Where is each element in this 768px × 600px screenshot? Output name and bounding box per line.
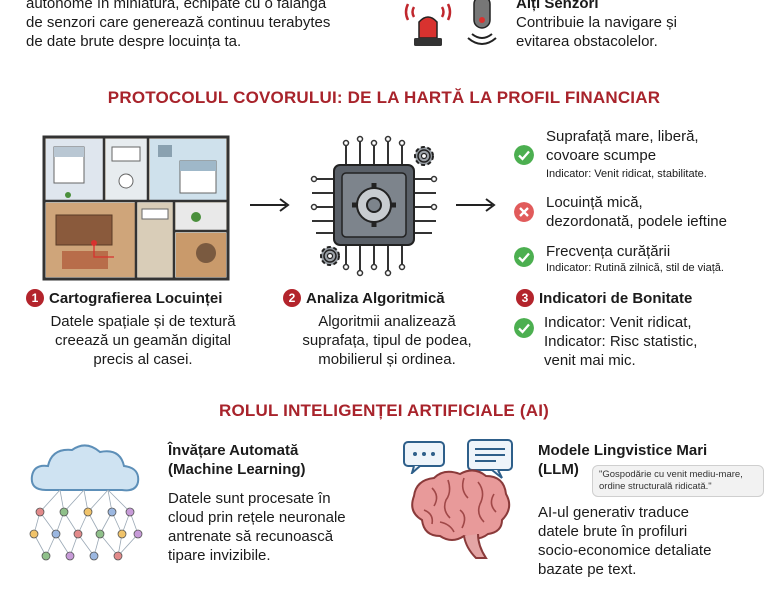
check-icon <box>514 318 534 338</box>
step-1-line-2: creează un geamăn digital <box>55 332 231 349</box>
other-sensors-line-2: evitarea obstacolelor. <box>516 33 658 50</box>
outcome-1-line-2: covoare scumpe <box>546 147 657 164</box>
arrow-right-icon <box>250 198 290 212</box>
check-icon <box>514 247 534 267</box>
step-2-line-2: suprafața, tipul de podea, <box>302 332 472 349</box>
step-3-title-text: Indicatori de Bonitate <box>539 290 693 307</box>
llm-quote-line-2: ordine structurală ridicată." <box>599 481 712 492</box>
other-sensors-desc: Contribuie la navigare și evitarea obsta… <box>516 13 756 51</box>
gear-icon <box>320 246 340 266</box>
floorplan-icon <box>42 135 230 281</box>
ml-title-line-2: (Machine Learning) <box>168 461 306 478</box>
intro-line-1: autonome în miniatură, echipate cu o fal… <box>26 0 327 12</box>
intro-text: autonome în miniatură, echipate cu o fal… <box>26 0 406 51</box>
outcome-3-indicator: Indicator: Rutină zilnică, stil de viață… <box>546 262 724 274</box>
chip-icon <box>310 135 438 277</box>
step-3-line-1: Indicator: Venit ridicat, <box>544 314 692 331</box>
step-3-line-3: venit mai mic. <box>544 352 636 369</box>
intro-line-3: de date brute despre locuința ta. <box>26 33 242 50</box>
step-2-title-text: Analiza Algoritmică <box>306 290 445 307</box>
outcome-1-line-1: Suprafață mare, liberă, <box>546 128 699 145</box>
brain-icon <box>411 469 511 559</box>
llm-title-line-1: Modele Lingvistice Mari <box>538 442 708 459</box>
step-1-number: 1 <box>26 289 44 307</box>
llm-quote-line-1: "Gospodărie cu venit mediu-mare, <box>599 469 743 480</box>
llm-title: Modele Lingvistice Mari (LLM) <box>538 441 707 479</box>
ai-heading: ROLUL INTELIGENȚEI ARTIFICIALE (AI) <box>219 401 549 420</box>
step-1-desc: Datele spațiale și de textură creează un… <box>16 312 270 369</box>
step-2-number: 2 <box>283 289 301 307</box>
outcome-1-indicator: Indicator: Venit ridicat, stabilitate. <box>546 168 707 180</box>
outcome-2-line-2: dezordonată, podele ieftine <box>546 213 727 230</box>
ml-line-2: cloud prin rețele neuronale <box>168 509 346 526</box>
step-1-title: 1 Cartografierea Locuinței <box>26 289 222 308</box>
llm-quote: "Gospodărie cu venit mediu-mare, ordine … <box>592 465 764 497</box>
check-icon <box>514 145 534 165</box>
step-1-line-1: Datele spațiale și de textură <box>50 313 236 330</box>
ml-desc: Datele sunt procesate în cloud prin rețe… <box>168 489 393 565</box>
step-2-desc: Algoritmii analizează suprafața, tipul d… <box>274 312 500 369</box>
step-3-desc: Indicator: Venit ridicat, Indicator: Ris… <box>544 313 766 370</box>
intro-line-2: de senzori care generează continuu terab… <box>26 14 331 31</box>
ml-title: Învățare Automată (Machine Learning) <box>168 441 306 479</box>
protocol-heading: PROTOCOLUL COVORULUI: DE LA HARTĂ LA PRO… <box>107 88 661 107</box>
step-3-number: 3 <box>516 289 534 307</box>
cross-icon <box>514 202 534 222</box>
sensor-icon <box>467 0 497 45</box>
ml-line-1: Datele sunt procesate în <box>168 490 331 507</box>
llm-title-line-2: (LLM) <box>538 461 579 478</box>
step-2-title: 2 Analiza Algoritmică <box>283 289 445 308</box>
llm-line-1: AI-ul generativ traduce <box>538 504 689 521</box>
step-2-line-1: Algoritmii analizează <box>318 313 456 330</box>
gear-icon <box>414 146 434 166</box>
llm-line-3: socio-economice detaliate <box>538 542 712 559</box>
step-1-line-3: precis al casei. <box>93 351 193 368</box>
arrow-right-icon <box>456 198 496 212</box>
step-2-line-3: mobilierul și ordinea. <box>318 351 456 368</box>
llm-desc: AI-ul generativ traduce datele brute în … <box>538 503 764 579</box>
other-sensors-line-1: Contribuie la navigare și <box>516 14 677 31</box>
llm-line-2: datele brute în profiluri <box>538 523 688 540</box>
step-1-title-text: Cartografierea Locuinței <box>49 290 223 307</box>
outcome-2: Locuință mică, dezordonată, podele iefti… <box>546 193 766 231</box>
siren-icon <box>404 3 452 46</box>
outcome-2-line-1: Locuință mică, <box>546 194 643 211</box>
ml-line-4: tipare invizibile. <box>168 547 271 564</box>
other-sensors-title: Alți Senzori <box>516 0 599 12</box>
llm-line-4: bazate pe text. <box>538 561 637 578</box>
step-3-line-2: Indicator: Risc statistic, <box>544 333 698 350</box>
ml-line-3: antrenate să recunoască <box>168 528 334 545</box>
chat-bubble-icon <box>403 441 445 474</box>
cloud-network-icon <box>29 444 143 561</box>
outcome-3: Frecvența curățării Indicator: Rutină zi… <box>546 242 768 275</box>
outcome-1: Suprafață mare, liberă, covoare scumpe I… <box>546 127 766 181</box>
outcome-3-line-1: Frecvența curățării <box>546 243 671 260</box>
step-3-title: 3 Indicatori de Bonitate <box>516 289 692 308</box>
chat-bubble-icon <box>467 439 513 479</box>
ml-title-line-1: Învățare Automată <box>168 442 299 459</box>
